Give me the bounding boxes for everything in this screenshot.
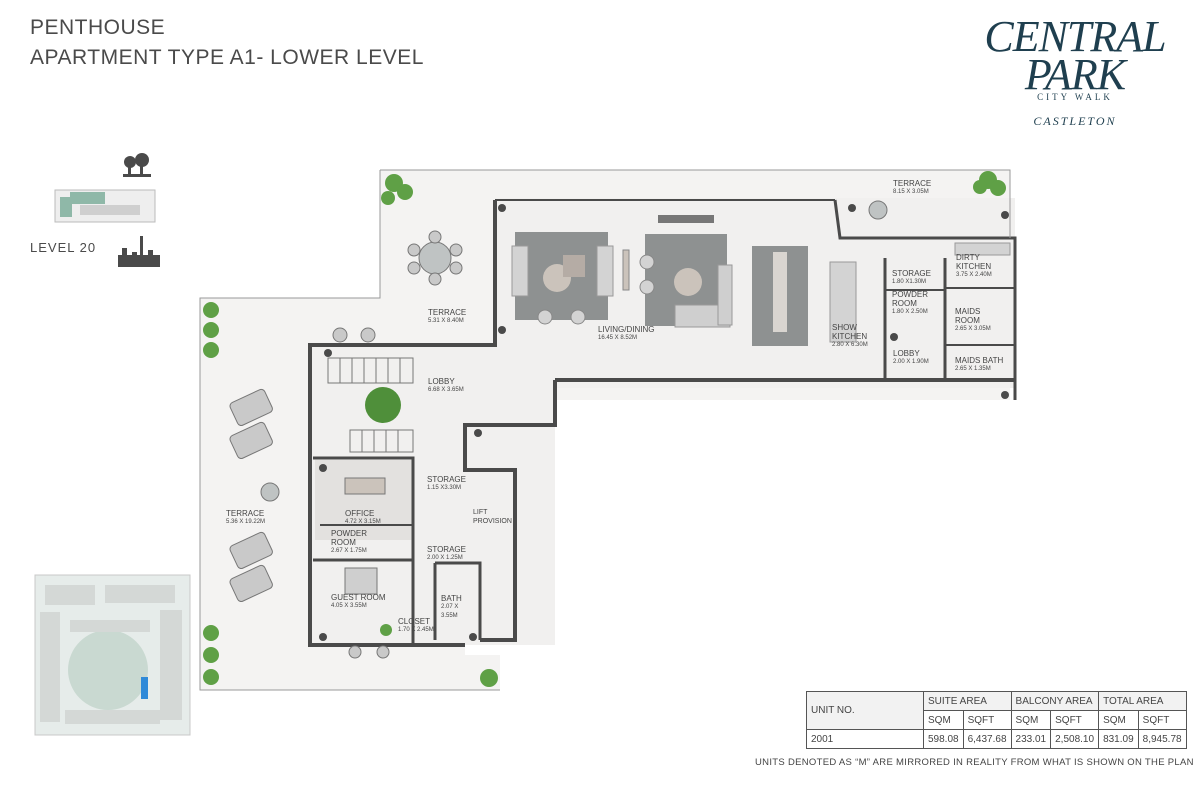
room-dims: 5.31 X 8.40M <box>428 318 464 324</box>
sqft-header: SQFT <box>1050 710 1100 730</box>
sqm-header: SQM <box>1010 710 1052 730</box>
room-dims: 4.05 X 3.55M <box>331 603 367 609</box>
room-dims: 6.68 X 3.65M <box>428 387 464 393</box>
level-label: LEVEL 20 <box>30 240 97 255</box>
room-dims: 1.15 X3.30M <box>427 485 462 491</box>
room-label: TERRACE 5.31 X 8.40M <box>428 308 466 326</box>
room-name: LIVING/DINING <box>598 325 655 334</box>
room-name: MAIDS ROOM <box>955 307 981 325</box>
balcony-sqm: 233.01 <box>1010 729 1052 749</box>
terrace-furniture <box>229 200 888 659</box>
room-label: LIVING/DINING 16.45 X 8.52M <box>598 325 654 343</box>
room-name: TERRACE <box>226 509 265 518</box>
room-label: TERRACE 8.15 X 3.05M <box>893 179 931 197</box>
logo-word-central: CENTRAL <box>984 12 1166 61</box>
room-label: SHOW KITCHEN 2.80 X 6.30M <box>832 323 877 350</box>
balcony-area-header: BALCONY AREA <box>1010 691 1100 711</box>
room-name: POWDER ROOM <box>892 290 928 308</box>
brand-logo: CENTRAL PARK CITY WALK CASTLETON <box>975 12 1175 129</box>
room-label: MAIDS ROOM 2.65 X 3.05M <box>955 307 1005 334</box>
room-name: GUEST ROOM <box>331 593 386 602</box>
room-dims: 3.75 X 2.40M <box>956 272 992 278</box>
room-dims: 5.36 X 19.22M <box>226 519 266 525</box>
room-name: STORAGE <box>892 269 931 278</box>
room-dims: 2.00 X 1.25M <box>427 555 463 561</box>
room-label: TERRACE 5.36 X 19.22M <box>226 509 265 527</box>
sqm-header: SQM <box>1098 710 1139 730</box>
sqft-header: SQFT <box>1137 710 1187 730</box>
room-label: BATH 2.07 X 3.55M <box>441 594 471 621</box>
total-sqm: 831.09 <box>1098 729 1139 749</box>
room-name: POWDER ROOM <box>331 529 367 547</box>
room-dims: 4.72 X 3.15M <box>345 519 381 525</box>
room-dims: 2.67 X 1.75M <box>331 548 367 554</box>
room-label: MAIDS BATH 2.65 X 1.35M <box>955 356 1003 374</box>
room-dims: 8.15 X 3.05M <box>893 189 929 195</box>
room-name: MAIDS BATH <box>955 356 1004 365</box>
room-dims: 1.80 X 2.50M <box>892 309 928 315</box>
skyline-icon <box>118 236 160 267</box>
unit-no-header: UNIT NO. <box>806 691 924 730</box>
plan-title-line2: APARTMENT TYPE A1- LOWER LEVEL <box>30 46 424 69</box>
room-label: LOBBY 2.00 X 1.90M <box>893 349 929 367</box>
trees-icon <box>123 153 151 177</box>
room-label: POWDER ROOM 2.67 X 1.75M <box>331 529 376 556</box>
room-label: POWDER ROOM 1.80 X 2.50M <box>892 290 932 317</box>
total-area-header: TOTAL AREA <box>1098 691 1187 711</box>
room-name: DIRTY KITCHEN <box>956 253 992 271</box>
room-dims: 16.45 X 8.52M <box>598 335 638 341</box>
room-name: SHOW KITCHEN <box>832 323 868 341</box>
logo-word-park: PARK <box>1024 50 1126 99</box>
sqm-header: SQM <box>923 710 964 730</box>
room-label: LOBBY 6.68 X 3.65M <box>428 377 464 395</box>
room-label: LIFT PROVISION <box>473 508 512 526</box>
room-label: CLOSET 1.70 X 2.45M <box>398 617 434 635</box>
room-dims: 2.07 X 3.55M <box>441 604 459 619</box>
living-furniture <box>511 215 1011 346</box>
sqft-header: SQFT <box>962 710 1012 730</box>
room-name: BATH <box>441 594 462 603</box>
room-name: STORAGE <box>427 545 466 554</box>
room-dims: 2.65 X 1.35M <box>955 366 991 372</box>
room-label: GUEST ROOM 4.05 X 3.55M <box>331 593 386 611</box>
room-label: STORAGE 1.80 X1.30M <box>892 269 931 287</box>
logo-castleton: CASTLETON <box>1033 114 1117 128</box>
room-dims: 1.70 X 2.45M <box>398 627 434 633</box>
suite-sqft: 6,437.68 <box>962 729 1012 749</box>
staircase <box>327 357 414 453</box>
balcony-sqft: 2,508.10 <box>1050 729 1100 749</box>
room-dims: 2.65 X 3.05M <box>955 326 991 332</box>
room-label: STORAGE 1.15 X3.30M <box>427 475 466 493</box>
level-key-diagram <box>54 153 160 267</box>
room-name: LOBBY <box>893 349 920 358</box>
plan-title-line1: PENTHOUSE <box>30 16 166 39</box>
room-name: STORAGE <box>427 475 466 484</box>
room-name: LIFT PROVISION <box>473 509 512 525</box>
unit-number: 2001 <box>806 729 924 749</box>
site-keyplan <box>34 574 191 736</box>
walls <box>199 169 1017 691</box>
room-dims: 2.80 X 6.30M <box>832 342 868 348</box>
logo-city-walk: CITY WALK <box>1037 92 1113 102</box>
room-name: LOBBY <box>428 377 455 386</box>
plants <box>203 171 1006 687</box>
suite-sqm: 598.08 <box>923 729 964 749</box>
room-label: STORAGE 2.00 X 1.25M <box>427 545 466 563</box>
room-dims: 1.80 X1.30M <box>892 279 927 285</box>
room-name: TERRACE <box>893 179 932 188</box>
room-label: DIRTY KITCHEN 3.75 X 2.40M <box>956 253 1011 280</box>
area-table: UNIT NO. SUITE AREA BALCONY AREA TOTAL A… <box>806 691 1187 749</box>
room-name: CLOSET <box>398 617 431 626</box>
total-sqft: 8,945.78 <box>1137 729 1187 749</box>
structural-columns <box>319 204 1009 641</box>
suite-area-header: SUITE AREA <box>923 691 1012 711</box>
room-name: TERRACE <box>428 308 467 317</box>
room-label: OFFICE 4.72 X 3.15M <box>345 509 381 527</box>
room-name: OFFICE <box>345 509 375 518</box>
room-dims: 2.00 X 1.90M <box>893 359 929 365</box>
mirror-footnote: UNITS DENOTED AS “M” ARE MIRRORED IN REA… <box>755 757 1194 768</box>
